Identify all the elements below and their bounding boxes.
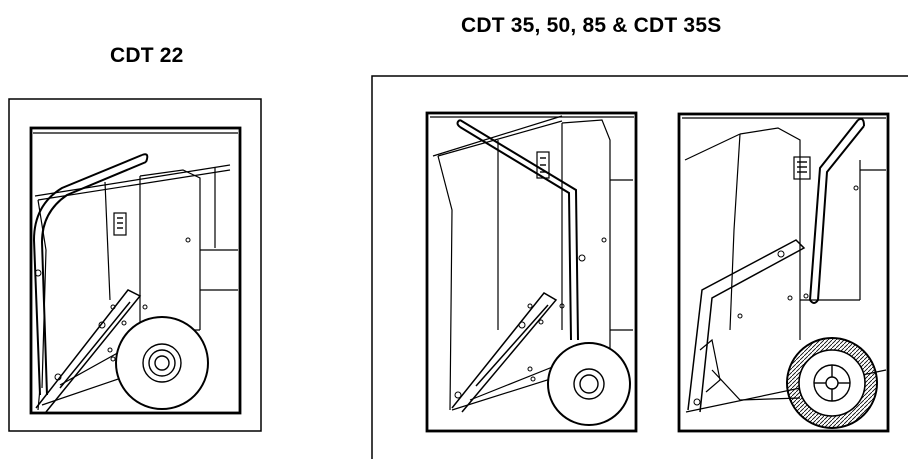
- cdt35s-handle: [809, 119, 859, 301]
- cdt35-50-85-front-stand: [451, 292, 558, 413]
- cdt35-50-85-control-panel: [536, 151, 550, 179]
- cdt35s-front-stand: [687, 239, 806, 413]
- cdt22-control-panel: [113, 212, 127, 236]
- cdt22-wheel: [115, 316, 209, 410]
- cdt35s-wheel: [786, 337, 878, 429]
- cdt22-fasteners: [34, 237, 191, 381]
- cdt35s-control-panel: [793, 156, 811, 180]
- cdt35s-inner-frame: [677, 112, 890, 433]
- cdt35-50-85-35s-title: CDT 35, 50, 85 & CDT 35S: [461, 14, 722, 37]
- cdt22-front-stand: [35, 289, 142, 413]
- cdt22-handle: [32, 154, 143, 396]
- cdt35-50-85-wheel: [547, 342, 631, 426]
- cdt35s-fasteners: [693, 185, 859, 406]
- cdt22-inner-frame: [29, 126, 242, 415]
- cdt35s-unit: [677, 112, 890, 433]
- cdt35-50-85-inner-frame: [425, 111, 638, 433]
- cdt35-50-85-fasteners: [454, 237, 607, 399]
- cdt22-panel: [8, 98, 262, 432]
- cdt35-50-85-handle: [459, 119, 579, 341]
- cdt35-50-85-unit: [425, 111, 638, 433]
- cdt22-title: CDT 22: [110, 44, 184, 67]
- cdt35-panel: [371, 75, 908, 459]
- cdt35-outer-frame: [371, 75, 908, 459]
- cdt22-outer-frame: [8, 98, 262, 432]
